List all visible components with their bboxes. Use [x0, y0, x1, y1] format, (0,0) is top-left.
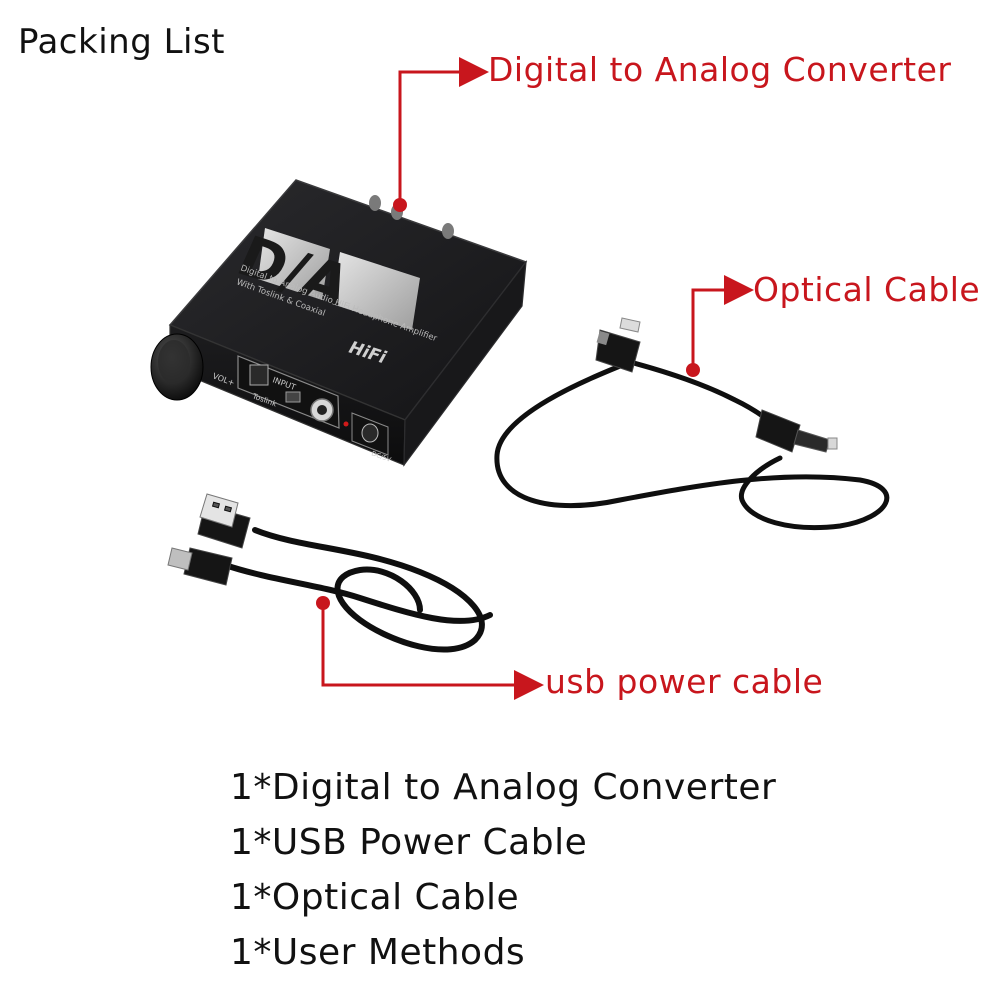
dac-device: D/A Digital to Analog Audio HiFi Headpho… — [150, 179, 528, 467]
callout-converter-label: Digital to Analog Converter — [488, 50, 952, 89]
toslink-plug — [755, 409, 838, 453]
arrow-converter — [398, 57, 489, 205]
rca-jack — [442, 223, 454, 239]
list-item: 1*User Methods — [230, 932, 526, 973]
toslink-plug — [595, 317, 641, 373]
arrow-usb — [321, 603, 544, 700]
usb-power-cable — [167, 493, 493, 653]
list-item: 1*Optical Cable — [230, 877, 520, 918]
dc-barrel-connector — [167, 547, 233, 586]
toslink-port — [249, 364, 269, 386]
device-logo-plate — [258, 228, 330, 300]
callout-usb-label: usb power cable — [545, 662, 824, 701]
list-item: 1*USB Power Cable — [230, 822, 588, 863]
power-led — [343, 421, 349, 427]
device-logo-plate — [332, 252, 420, 330]
callout-arrows — [316, 57, 754, 700]
device-side-face — [403, 259, 527, 467]
dc-port — [361, 423, 379, 443]
list-item: 1*Digital to Analog Converter — [230, 767, 777, 808]
arrow-optical — [691, 275, 754, 370]
volume-knob — [150, 333, 204, 401]
packing-list: 1*Digital to Analog Converter 1*USB Powe… — [230, 760, 776, 980]
optical-cable — [494, 317, 890, 531]
callout-optical-label: Optical Cable — [753, 270, 981, 309]
usb-a-connector — [197, 493, 251, 549]
input-switch — [285, 391, 301, 403]
page-title: Packing List — [18, 22, 226, 62]
coaxial-port — [310, 398, 334, 422]
rca-jack — [369, 195, 381, 211]
